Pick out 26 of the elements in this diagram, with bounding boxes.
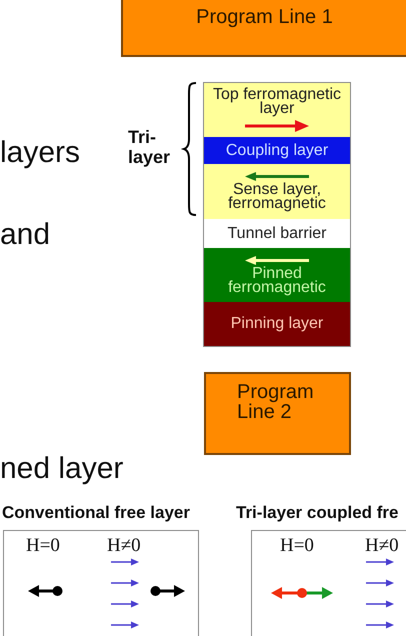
layer-label: Pinning layer xyxy=(230,317,324,331)
layer-band xyxy=(203,248,351,302)
slide-text: ned layer xyxy=(0,452,124,486)
layer-label: Top ferromagnetic layer xyxy=(212,88,342,116)
slide-text: layers xyxy=(0,136,80,170)
layer-label: Pinned ferromagnetic xyxy=(227,266,327,294)
layer-band xyxy=(203,219,351,248)
program-line-bar xyxy=(204,372,351,455)
field-label: H=0 xyxy=(280,536,314,556)
layer-label: Coupling layer xyxy=(226,144,328,158)
slide-text: and xyxy=(0,218,50,252)
field-label: H≠0 xyxy=(107,536,141,556)
program-line-bar xyxy=(121,0,406,57)
field-label: H≠0 xyxy=(365,536,399,556)
layer-band xyxy=(203,164,351,219)
panel-heading: Tri-layer coupled fre xyxy=(236,503,398,523)
line-label: Program Line 2 xyxy=(237,382,315,422)
layer-band xyxy=(203,302,351,347)
layer-band xyxy=(203,137,351,164)
layer-label: Tunnel barrier xyxy=(227,226,326,240)
layer-label: Sense layer, ferromagnetic xyxy=(227,183,327,211)
brace-label: Tri- layer xyxy=(128,127,172,167)
layer-band xyxy=(203,82,351,137)
line-label: Program Line 1 xyxy=(196,6,333,28)
panel-heading: Conventional free layer xyxy=(2,503,190,523)
field-label: H=0 xyxy=(26,536,60,556)
